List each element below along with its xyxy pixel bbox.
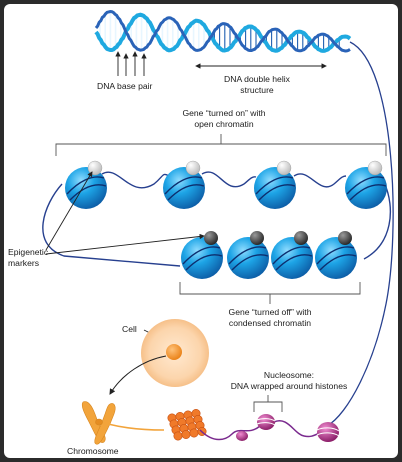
open-chromatin-nucleosomes [65,160,387,209]
histone-blue-sphere-icon [271,237,313,279]
histone-blue-sphere-icon [254,167,296,209]
base-pair-arrows [115,51,147,76]
nucleosome-label-line2: DNA wrapped around histones [231,381,348,391]
histone-blue-sphere-icon [65,167,107,209]
chromatin-fiber-stack [167,408,207,441]
nucleosome-bracket [253,395,283,412]
fiber-bead [173,431,183,441]
cell-icon [141,319,209,387]
nucleosome-dna [199,420,323,441]
gene-off-label-line2: condensed chromatin [229,318,311,328]
epigenetic-marker-dark-ball-icon [204,231,218,245]
diagram-canvas: DNA base pair DNA double helix structure… [8,9,394,456]
nucleosome-bead-icon [256,414,276,430]
gene-on-label-line1: Gene “turned on” with [182,108,265,118]
epigenetic-marker-gray-ball-icon [367,160,383,176]
cell-label: Cell [122,324,137,334]
histone-blue-sphere-icon [181,237,223,279]
fiber-bead [189,428,199,438]
nucleosome-bead-icon [316,422,340,442]
histone-blue-sphere-icon [227,237,269,279]
x-chromosome-icon [81,401,116,445]
chromosome-linker [107,423,165,431]
nucleosome-label-line1: Nucleosome: [264,370,314,380]
fiber-bead [181,429,191,439]
histone-blue-sphere-icon [163,167,205,209]
condensed-chromatin-nucleosomes [181,231,357,279]
helix-strand-a [94,12,352,53]
chromosome-label: Chromosome [67,446,119,456]
open-chromatin-dna [42,171,391,267]
epigenetic-marker-gray-ball-icon [87,160,103,176]
gene-off-label-line1: Gene “turned off” with [229,307,312,317]
epigenetic-marker-gray-ball-icon [185,160,201,176]
epigenetics-diagram: DNA base pair DNA double helix structure… [4,4,398,458]
epigenetic-marker-dark-ball-icon [338,231,352,245]
epigenetic-label-line1: Epigenetic [8,247,49,257]
nucleosome-beads [236,414,340,442]
gene-on-bracket [55,134,387,156]
double-helix-label-line2: structure [240,85,274,95]
epigenetic-leaders [45,171,205,255]
epigenetic-marker-dark-ball-icon [250,231,264,245]
dna-strand-right [326,41,394,427]
dna-double-helix [94,9,352,53]
gene-on-label-line2: open chromatin [194,119,253,129]
histone-blue-sphere-icon [315,237,357,279]
epigenetic-label-line2: markers [8,258,39,268]
epigenetic-marker-gray-ball-icon [276,160,292,176]
cell-to-chromosome-arrow [109,355,167,395]
histone-blue-sphere-icon [345,167,387,209]
double-helix-label-line1: DNA double helix [224,74,291,84]
dna-base-pair-label: DNA base pair [97,81,153,91]
epigenetic-marker-dark-ball-icon [294,231,308,245]
gene-off-bracket [179,282,361,304]
helix-strand-b [94,9,351,53]
